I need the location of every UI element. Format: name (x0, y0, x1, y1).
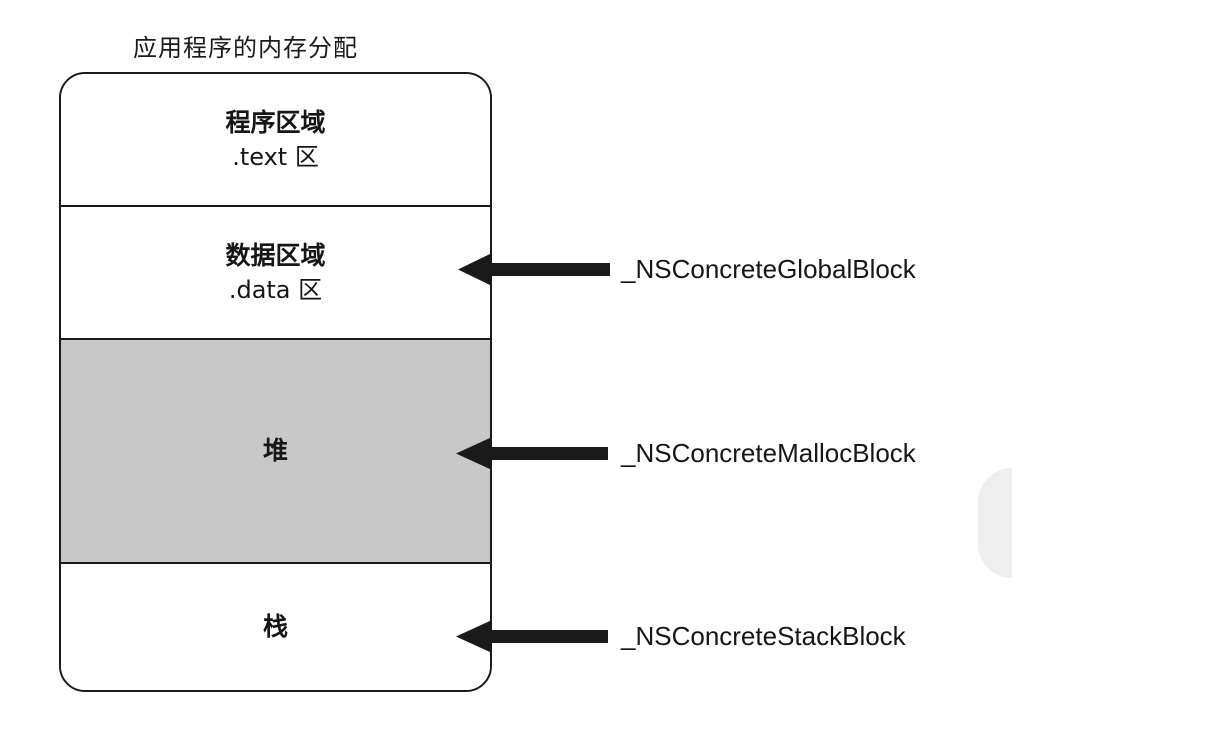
data-region-sub: .data 区 (228, 275, 323, 304)
data-region: 数据区域 .data 区 (61, 207, 490, 340)
memory-layout-box: 程序区域 .text 区 数据区域 .data 区 堆 栈 (59, 72, 492, 692)
stack-region: 栈 (61, 564, 490, 690)
program-region-name: 程序区域 (225, 107, 326, 137)
program-region-sub: .text 区 (232, 142, 319, 171)
arrow-stack-head (456, 620, 492, 653)
arrow-global-shaft (492, 263, 610, 276)
arrow-global-head (458, 253, 492, 286)
arrow-global (458, 253, 610, 286)
stack-region-name: 栈 (262, 612, 288, 641)
diagram-title: 应用程序的内存分配 (133, 34, 358, 62)
arrow-malloc-head (456, 437, 492, 470)
heap-region: 堆 (61, 340, 490, 564)
arrow-stack (456, 620, 608, 653)
malloc-block-label: _NSConcreteMallocBlock (621, 438, 916, 468)
data-region-name: 数据区域 (225, 240, 326, 270)
program-region: 程序区域 .text 区 (61, 74, 490, 207)
global-block-label: _NSConcreteGlobalBlock (621, 254, 916, 284)
arrow-malloc (456, 437, 608, 470)
arrow-malloc-shaft (492, 447, 608, 460)
background-arc (978, 468, 1012, 578)
stack-block-label: _NSConcreteStackBlock (621, 621, 906, 651)
arrow-stack-shaft (492, 630, 608, 643)
heap-region-name: 堆 (262, 436, 288, 465)
